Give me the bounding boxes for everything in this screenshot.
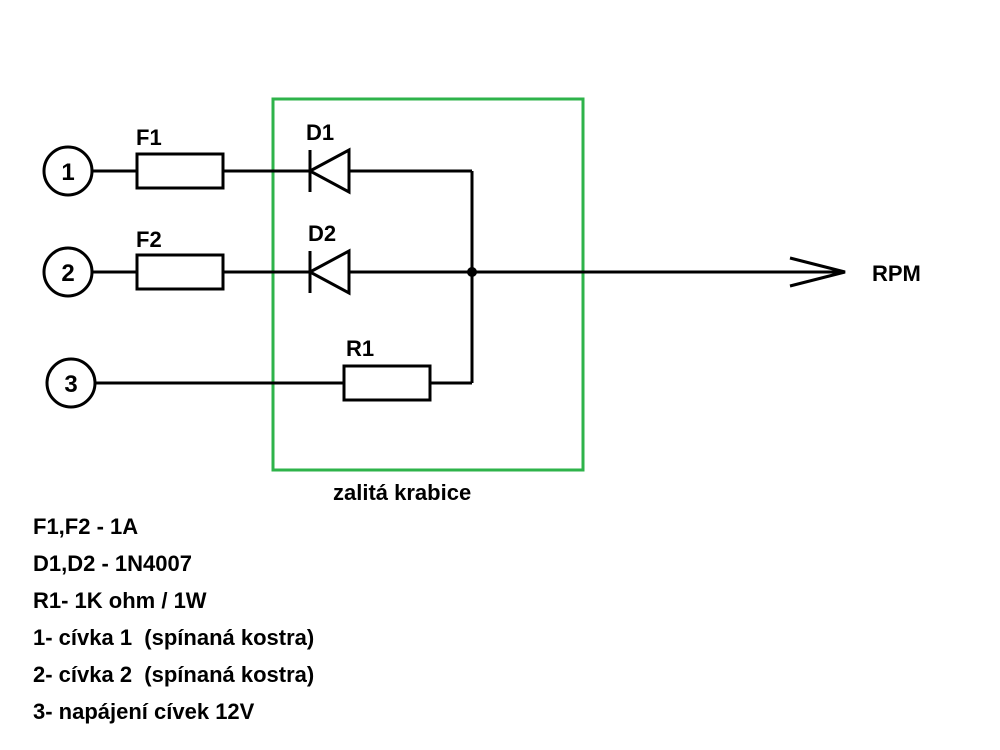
terminal-3-label: 3: [64, 371, 77, 398]
resistor-r1-label: R1: [346, 336, 374, 361]
component-legend: F1,F2 - 1A D1,D2 - 1N4007 R1- 1K ohm / 1…: [33, 508, 314, 730]
output-arrowhead: [789, 256, 846, 288]
legend-item-resistor: R1- 1K ohm / 1W: [33, 588, 207, 613]
diode-d1-label: D1: [306, 120, 334, 145]
legend-item-diodes: D1,D2 - 1N4007: [33, 551, 192, 576]
fuse-f1-symbol: [135, 152, 225, 190]
legend-item-terminal-1: 1- cívka 1 (spínaná kostra): [33, 625, 315, 650]
potted-box-label: zalitá krabice: [333, 480, 471, 505]
fuse-f1-label: F1: [136, 125, 162, 150]
legend-item-fuses: F1,F2 - 1A: [33, 514, 139, 539]
resistor-r1-symbol: [342, 364, 432, 402]
potted-box-outline: [271, 97, 585, 472]
diode-d2-label: D2: [308, 221, 336, 246]
legend-item-terminal-2: 2- cívka 2 (spínaná kostra): [33, 662, 315, 687]
legend-item-terminal-3: 3- napájení cívek 12V: [33, 699, 255, 724]
output-label: RPM: [872, 261, 921, 286]
fuse-f2-label: F2: [136, 227, 162, 252]
diode-d2-symbol: [306, 248, 351, 296]
fuse-f2-symbol: [135, 253, 225, 291]
terminal-1-label: 1: [61, 159, 74, 186]
diode-d1-symbol: [306, 147, 351, 195]
terminal-2-label: 2: [61, 260, 74, 287]
